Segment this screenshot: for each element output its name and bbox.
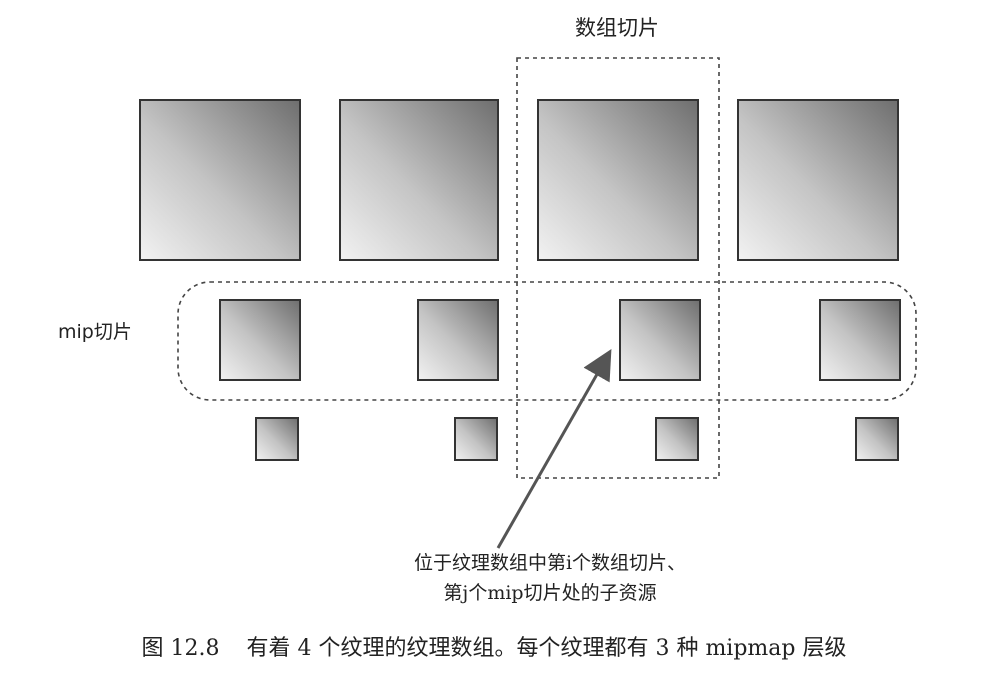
caption-text: 有着 4 个纹理的纹理数组。每个纹理都有 3 种 mipmap 层级 — [246, 636, 847, 661]
annotation-line-1: 位于纹理数组中第i个数组切片、 — [413, 552, 687, 574]
annotation-line-2: 第j个mip切片处的子资源 — [443, 582, 657, 604]
texture-2-mip-2 — [454, 417, 498, 461]
subresource-arrow — [496, 348, 612, 549]
texture-1-mip-2 — [255, 417, 299, 461]
texture-4-mip-0 — [737, 99, 899, 261]
mip-slice-label: mip切片 — [58, 321, 132, 343]
texture-3-mip-0 — [537, 99, 699, 261]
array-slice-outline — [516, 57, 720, 479]
texture-3-mip-1 — [619, 299, 701, 381]
texture-3-mip-2 — [655, 417, 699, 461]
texture-3 — [537, 99, 701, 461]
texture-1-mip-1 — [219, 299, 301, 381]
mip-slice-outline — [177, 281, 917, 401]
texture-4 — [737, 99, 901, 461]
texture-1 — [139, 99, 301, 461]
caption-number: 图 12.8 — [141, 636, 220, 661]
subresource-annotation: 位于纹理数组中第i个数组切片、 第j个mip切片处的子资源 — [350, 548, 750, 608]
texture-4-mip-1 — [819, 299, 901, 381]
array-slice-label: 数组切片 — [575, 16, 659, 40]
texture-4-mip-2 — [855, 417, 899, 461]
figure-caption: 图 12.8 有着 4 个纹理的纹理数组。每个纹理都有 3 种 mipmap 层… — [0, 630, 988, 662]
texture-1-mip-0 — [139, 99, 301, 261]
texture-2-mip-0 — [339, 99, 499, 261]
texture-2-mip-1 — [417, 299, 499, 381]
texture-2 — [339, 99, 499, 461]
